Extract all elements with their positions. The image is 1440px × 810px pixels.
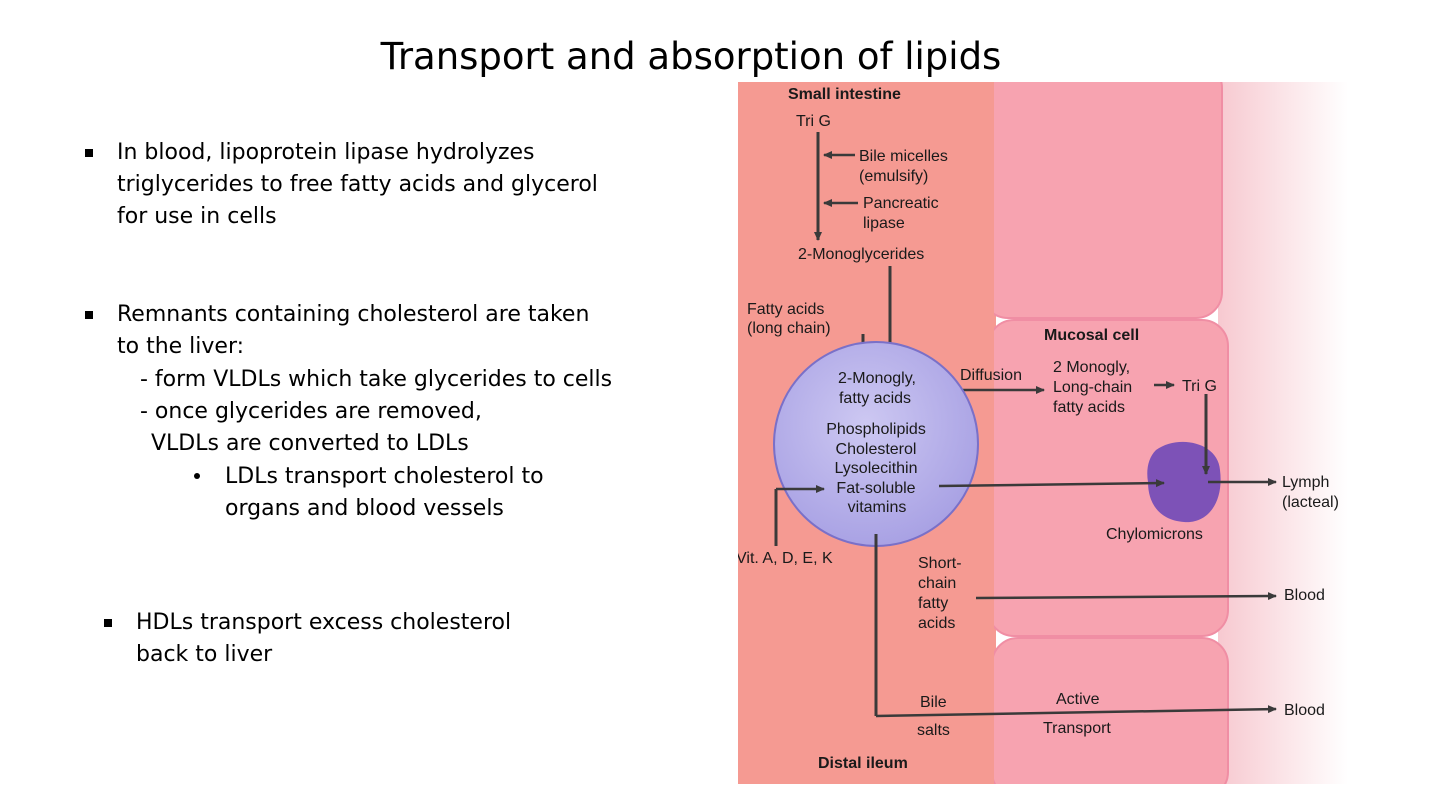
sub-bullet-marker: [194, 473, 200, 479]
blood-label-2: Blood: [1284, 702, 1325, 719]
micelle-line-7: vitamins: [848, 499, 907, 516]
active-label: Active: [1056, 691, 1100, 708]
chylomicron-blob: [1147, 441, 1221, 523]
short-chain-line-2: chain: [918, 575, 956, 592]
monoglycerides-label: 2-Monoglycerides: [798, 246, 924, 263]
transport-label: Transport: [1043, 720, 1111, 737]
trig-label: Tri G: [796, 113, 831, 130]
diffusion-label: Diffusion: [960, 367, 1022, 384]
short-chain-line-4: acids: [918, 615, 955, 632]
bullet-1-line-2: triglycerides to free fatty acids and gl…: [117, 172, 598, 197]
vitamins-label: Vit. A, D, E, K: [738, 550, 833, 567]
mucosal-cell-label: Mucosal cell: [1044, 327, 1139, 344]
bullet-2-sub-2b: VLDLs are converted to LDLs: [151, 431, 469, 456]
bullet-2-sub-2a: - once glycerides are removed,: [140, 399, 482, 424]
chylomicrons-label: Chylomicrons: [1106, 526, 1203, 543]
distal-ileum-label: Distal ileum: [818, 755, 908, 772]
bile-micelles-label: Bile micelles: [859, 148, 948, 165]
fatty-acids-label: Fatty acids: [747, 301, 824, 318]
micelle-line-3: Phospholipids: [826, 421, 926, 438]
micelle-line-1: 2-Monogly,: [838, 370, 916, 387]
pancreatic-label: Pancreatic: [863, 195, 939, 212]
micelle-line-2: fatty acids: [839, 390, 911, 407]
small-intestine-label: Small intestine: [788, 86, 901, 103]
short-chain-blood-arrow: [975, 592, 1277, 601]
bullet-marker: [104, 619, 112, 627]
bullet-3-line-2: back to liver: [136, 642, 273, 667]
bile-salts-blood-arrow: [875, 705, 1277, 718]
bullet-1-line-1: In blood, lipoprotein lipase hydrolyzes: [117, 140, 535, 165]
bullet-list: In blood, lipoprotein lipase hydrolyzes …: [0, 0, 700, 810]
monogly-2-line-3: fatty acids: [1053, 399, 1125, 416]
lipid-absorption-diagram: Small intestine Tri G Bile micelles (emu…: [738, 82, 1348, 784]
short-chain-line-1: Short-: [918, 555, 962, 572]
bullet-3-line-1: HDLs transport excess cholesterol: [136, 610, 512, 635]
right-fade-region: [1218, 82, 1348, 784]
slide-title: Transport and absorption of lipids: [380, 34, 1002, 78]
fat-soluble-arrow: [938, 479, 1165, 488]
bullet-1-line-3: for use in cells: [117, 204, 277, 229]
bullet-2-line-1: Remnants containing cholesterol are take…: [117, 302, 590, 327]
monogly-2-line-1: 2 Monogly,: [1053, 359, 1130, 376]
long-chain-label: (long chain): [747, 320, 831, 337]
micelle-line-5: Lysolecithin: [834, 460, 917, 477]
bullet-2-subsub-1a: LDLs transport cholesterol to: [225, 464, 544, 489]
micelle-line-4: Cholesterol: [836, 441, 917, 458]
monogly-2-line-2: Long-chain: [1053, 379, 1132, 396]
trig-2-label: Tri G: [1182, 378, 1217, 395]
diagram-canvas: Small intestine Tri G Bile micelles (emu…: [738, 82, 1348, 784]
bullet-2-subsub-1b: organs and blood vessels: [225, 496, 504, 521]
upper-cell: [981, 82, 1223, 319]
bile-label: Bile: [920, 694, 947, 711]
bullet-2-sub-1: - form VLDLs which take glycerides to ce…: [140, 367, 613, 392]
bullet-marker: [85, 311, 93, 319]
salts-label: salts: [917, 722, 950, 739]
bullet-2-line-2: to the liver:: [117, 334, 245, 359]
lacteal-label: (lacteal): [1282, 494, 1339, 511]
lipase-label: lipase: [863, 215, 905, 232]
blood-label-1: Blood: [1284, 587, 1325, 604]
micelle-line-6: Fat-soluble: [836, 480, 915, 497]
short-chain-line-3: fatty: [918, 595, 948, 612]
lymph-label: Lymph: [1282, 474, 1329, 491]
bullet-marker: [85, 149, 93, 157]
emulsify-label: (emulsify): [859, 168, 928, 185]
